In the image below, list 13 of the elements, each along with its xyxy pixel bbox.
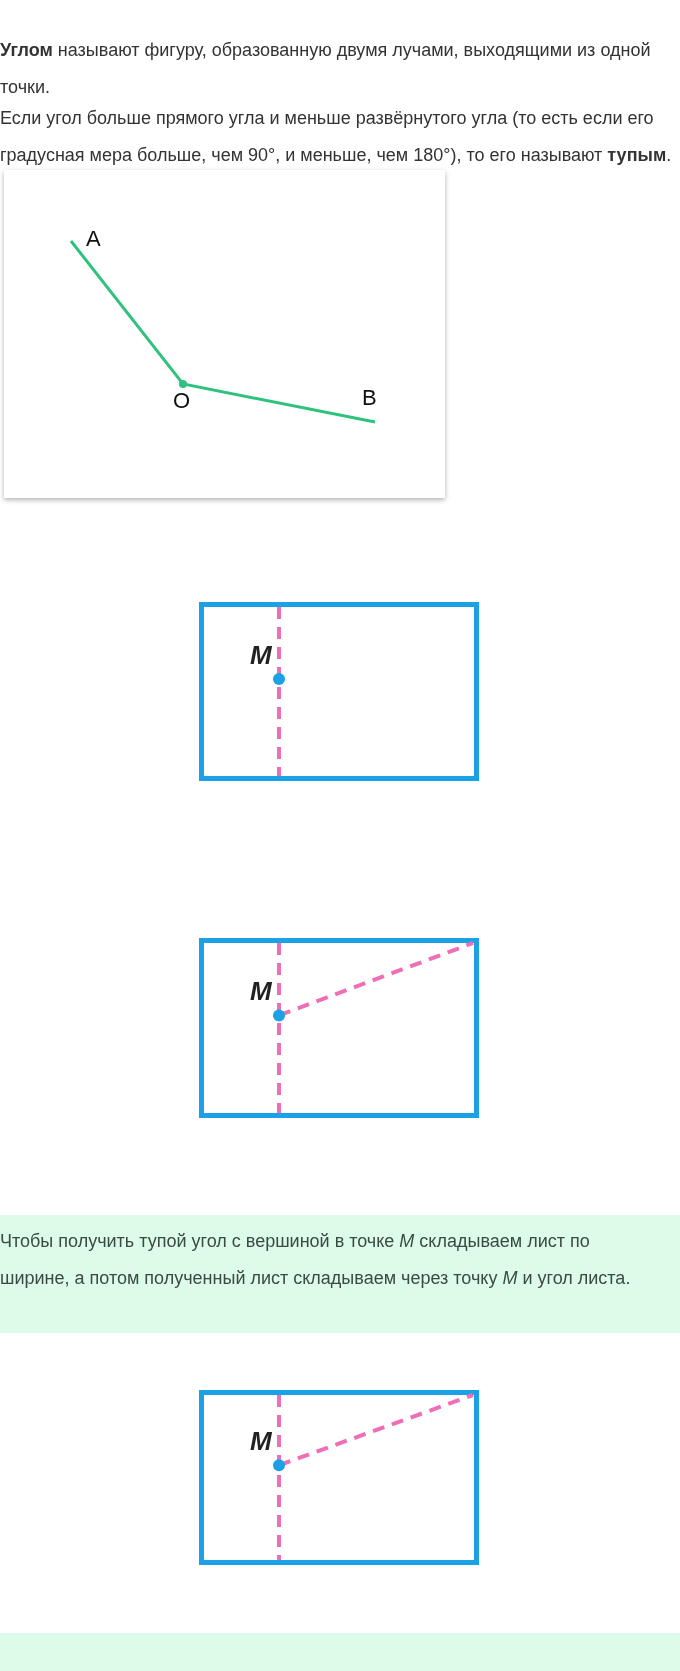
- point-label: M: [250, 641, 272, 668]
- note-text: Чтобы получить тупой угол с вершиной в точке M складываем лист по ширине, а потом полученный лист складываем через точку M и угол листа.: [0, 1230, 632, 1290]
- point-label: M: [250, 978, 272, 1005]
- note-panel: [0, 1215, 680, 1333]
- point-label: B: [362, 387, 377, 409]
- point-label: A: [86, 228, 101, 250]
- paragraph: Углом называют фигуру, образованную двумя лучами, выходящими из одной точки.: [0, 39, 652, 99]
- sheet-rectangle: [199, 938, 479, 1118]
- point-label: M: [250, 1428, 272, 1455]
- sheet-rectangle: [199, 602, 479, 781]
- paragraph: Если угол больше прямого угла и меньше развёрнутого угла (то есть если его градусная мера больше, чем 90°, и меньше, чем 180°), то его называют тупым.: [0, 107, 673, 167]
- point-label: O: [173, 390, 191, 412]
- sheet-rectangle: [199, 1390, 479, 1565]
